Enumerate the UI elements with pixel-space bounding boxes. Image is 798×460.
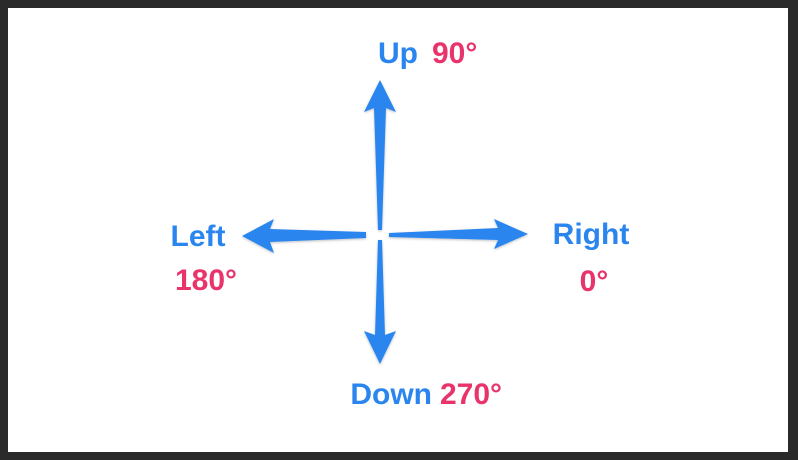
down-label: Down <box>350 378 432 411</box>
right-degrees: 0° <box>580 265 609 298</box>
up-degrees: 90° <box>432 37 477 70</box>
right-label: Right <box>553 218 630 251</box>
down-degrees: 270° <box>440 378 502 411</box>
right-arrow <box>389 219 528 249</box>
down-arrow <box>364 240 396 364</box>
left-degrees: 180° <box>175 264 237 297</box>
left-arrow <box>242 219 366 253</box>
up-arrow <box>364 80 396 230</box>
left-label: Left <box>171 220 226 253</box>
diagram-frame: Up 90° Left 180° Right 0° Down 270° <box>8 8 788 452</box>
direction-diagram: Up 90° Left 180° Right 0° Down 270° <box>168 34 633 414</box>
up-label: Up <box>378 37 418 70</box>
